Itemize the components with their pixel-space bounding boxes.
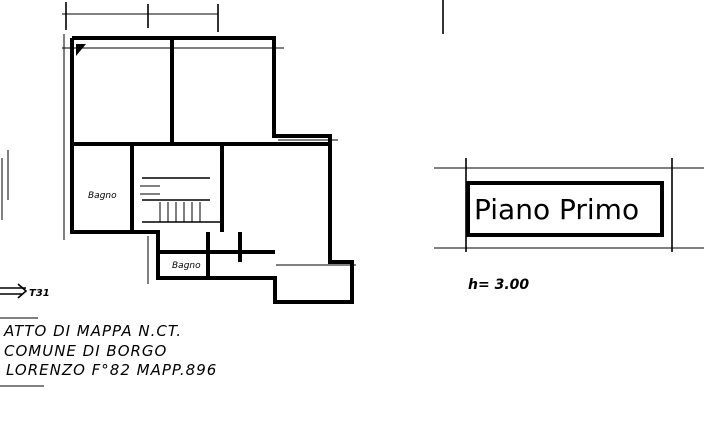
marker-label: T31: [29, 288, 50, 299]
note-line-1: ATTO DI MAPPA N.CT.: [3, 322, 182, 340]
note-line-2: COMUNE DI BORGO: [4, 342, 167, 360]
note-line-3: LORENZO F°82 MAPP.896: [6, 361, 217, 379]
staircase: [140, 185, 201, 222]
dimension-lines: [1, 34, 356, 284]
cadastral-note: ATTO DI MAPPA N.CT. COMUNE DI BORGO LORE…: [0, 317, 217, 387]
exterior-walls: [70, 36, 354, 304]
room-label-bagno-upper: Bagno: [88, 191, 117, 201]
title-block: Piano Primo: [434, 158, 704, 252]
plan-title: Piano Primo: [474, 193, 639, 226]
top-dimension-marks: [62, 0, 444, 34]
interior-walls: [72, 38, 330, 278]
room-label-bagno-lower: Bagno: [172, 261, 201, 271]
floor-height: h= 3.00: [468, 277, 529, 293]
corner-mark: [76, 44, 86, 56]
section-marker: T31: [0, 283, 50, 299]
